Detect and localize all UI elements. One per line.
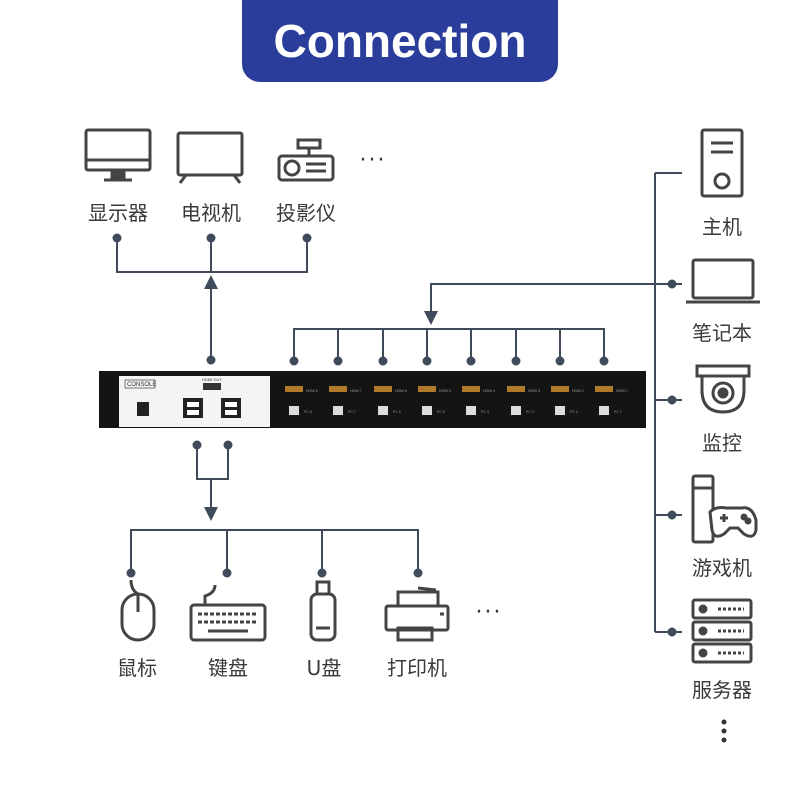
usb-b-port [599, 406, 609, 415]
usb-b-port [555, 406, 565, 415]
usb-port-label: PC 4 [481, 410, 489, 414]
usb-b-port [333, 406, 343, 415]
desktop-tower-icon [700, 128, 744, 198]
console-label: CONSOLE [127, 382, 156, 388]
kvm-switch [99, 371, 646, 428]
hdmi-port [462, 386, 480, 392]
host-label: 监控 [702, 431, 742, 455]
usb-b-port [466, 406, 476, 415]
more-displays-indicator: ··· [359, 148, 387, 173]
hdmi-out-label: HDMI OUT [202, 377, 222, 382]
usb-device-label: 鼠标 [117, 656, 157, 680]
host-input-bus [289, 283, 655, 366]
usb-port-label: PC 6 [393, 410, 401, 414]
more-hosts-dots [721, 719, 727, 743]
usb-b-port [511, 406, 521, 415]
more-usb-indicator: ··· [475, 600, 503, 625]
hdmi-port-label: HDMI 3 [528, 389, 540, 393]
mouse-icon [120, 579, 156, 642]
page-title: Connection [273, 15, 527, 67]
title-banner: Connection [242, 0, 558, 82]
hdmi-port-label: HDMI 6 [395, 389, 407, 393]
hdmi-port-label: HDMI 8 [306, 389, 318, 393]
usb-port-label: PC 3 [526, 410, 534, 414]
usb-port-label: PC 8 [304, 410, 312, 414]
usb-b-port [289, 406, 299, 415]
usb-device-label: 键盘 [208, 656, 248, 680]
host-label: 服务器 [692, 678, 752, 702]
host-label: 笔记本 [692, 321, 752, 345]
laptop-icon [686, 258, 760, 304]
usb-connector-lines [126, 440, 423, 578]
monitor-icon [84, 128, 152, 182]
hdmi-port [285, 386, 303, 392]
projector-icon [277, 138, 335, 182]
usb-port-label: PC 1 [614, 410, 622, 414]
hdmi-port-label: HDMI 7 [350, 389, 362, 393]
hdmi-port [329, 386, 347, 392]
usb-port-label: PC 7 [348, 410, 356, 414]
host-label: 游戏机 [692, 556, 752, 580]
server-rack-icon [691, 598, 753, 664]
hdmi-port [507, 386, 525, 392]
keyboard-icon [189, 584, 267, 642]
tv-icon [176, 131, 244, 184]
security-camera-icon [695, 364, 751, 414]
host-label: 主机 [702, 215, 742, 239]
display-device-label: 投影仪 [276, 201, 336, 225]
usb-b-port [378, 406, 388, 415]
hdmi-port-label: HDMI 2 [572, 389, 584, 393]
display-device-label: 显示器 [88, 201, 148, 225]
usb-device-label: U盘 [306, 656, 342, 680]
usb-drive-icon [309, 580, 337, 642]
hdmi-port-label: HDMI 5 [439, 389, 451, 393]
usb-b-port [422, 406, 432, 415]
hdmi-port [595, 386, 613, 392]
hdmi-port [551, 386, 569, 392]
game-console-icon [691, 474, 758, 544]
printer-icon [384, 586, 450, 642]
hdmi-port-label: HDMI 1 [616, 389, 628, 393]
display-connector-lines [112, 233, 312, 365]
usb-port-label: PC 2 [570, 410, 578, 414]
display-device-label: 电视机 [181, 201, 241, 225]
usb-port-label: PC 5 [437, 410, 445, 414]
switch-ports: HDMI 8 PC 8 HDMI 7 PC 7 HDMI 6 PC 6 HDMI 5 PC 5… [285, 386, 628, 415]
host-trunk-lines [654, 172, 682, 637]
hdmi-port [374, 386, 392, 392]
hdmi-port [418, 386, 436, 392]
hdmi-port-label: HDMI 4 [483, 389, 495, 393]
usb-device-label: 打印机 [387, 656, 447, 680]
